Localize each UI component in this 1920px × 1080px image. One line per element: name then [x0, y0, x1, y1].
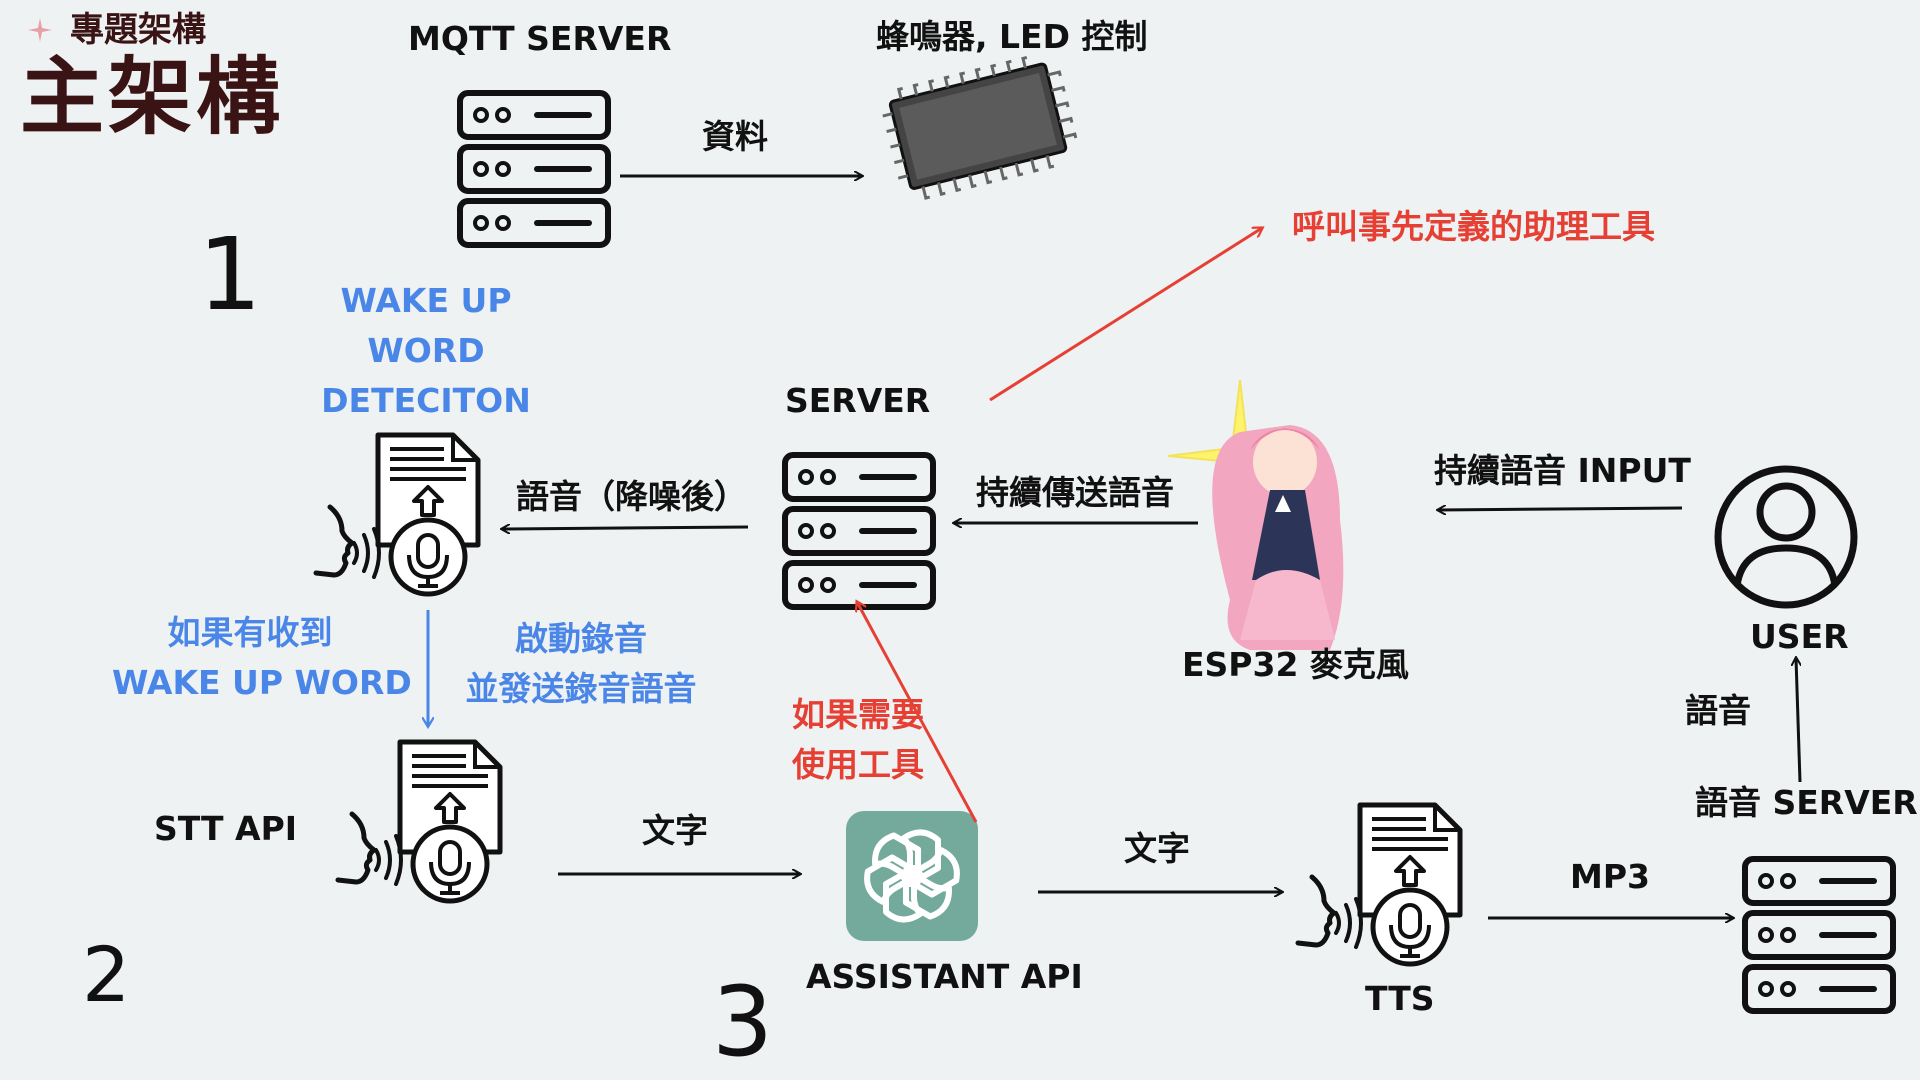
mqtt-server-icon — [460, 93, 608, 245]
esp32-label: ESP32 麥克風 — [1182, 645, 1409, 684]
user-label: USER — [1750, 617, 1849, 656]
tts-label: TTS — [1365, 979, 1435, 1018]
assistant-api-label: ASSISTANT API — [806, 957, 1083, 996]
arrow-voice-server-to-user — [1796, 658, 1802, 783]
server-label: SERVER — [785, 381, 931, 420]
step-number-2: 2 — [82, 930, 131, 1019]
tts-voice-icon — [1298, 805, 1460, 964]
step-number-3: 3 — [712, 966, 774, 1078]
stt-api-label: STT API — [154, 809, 298, 848]
arrow-server-to-wake — [502, 527, 749, 529]
edge-label-mp3: MP3 — [1570, 857, 1650, 896]
edge-label-data: 資料 — [702, 117, 768, 156]
wake-word-voice-icon — [316, 435, 478, 594]
edge-label-if-wake-line2: WAKE UP WORD — [112, 663, 412, 702]
edge-label-continuous-send: 持續傳送語音 — [976, 473, 1174, 512]
user-avatar-icon — [1714, 465, 1858, 609]
edge-label-start-rec-line2: 並發送錄音語音 — [465, 669, 697, 708]
controller-label: 蜂鳴器, LED 控制 — [876, 17, 1148, 56]
arrow-server-to-tools — [989, 228, 1262, 402]
edge-label-start-rec-line1: 啟動錄音 — [515, 619, 647, 658]
edge-label-continuous-input: 持續語音 INPUT — [1434, 451, 1691, 490]
server-icon — [785, 455, 933, 607]
stt-voice-icon — [338, 742, 500, 901]
arrow-assistant-to-server — [857, 602, 978, 823]
step-number-1: 1 — [198, 216, 262, 333]
voice-server-icon — [1745, 859, 1893, 1011]
wake-word-label-line2: WORD — [367, 331, 485, 370]
arrow-user-to-esp32 — [1438, 508, 1683, 510]
connector-arrows — [428, 176, 1802, 918]
wake-word-label-line1: WAKE UP — [340, 281, 512, 320]
edge-label-voice: 語音 — [1685, 691, 1751, 730]
wake-word-label-line3: DETECITON — [321, 381, 531, 420]
edge-label-call-tools: 呼叫事先定義的助理工具 — [1292, 207, 1655, 246]
microchip-icon — [882, 55, 1078, 200]
voice-server-label: 語音 SERVER — [1695, 783, 1918, 822]
edge-label-text-stt: 文字 — [642, 811, 708, 850]
edge-label-voice-denoised: 語音（降噪後） — [516, 477, 747, 516]
anime-character-image — [1167, 379, 1344, 650]
edge-label-if-wake-line1: 如果有收到 — [167, 613, 333, 652]
edge-label-need-tool-line2: 使用工具 — [792, 745, 924, 784]
openai-assistant-logo-icon — [846, 811, 978, 941]
edge-label-text-tts: 文字 — [1124, 829, 1190, 868]
edge-label-need-tool-line1: 如果需要 — [792, 695, 924, 734]
page-title: 主架構 — [20, 48, 285, 146]
sparkle-icon — [28, 18, 52, 42]
header-subtitle: 專題架構 — [70, 10, 206, 50]
mqtt-server-label: MQTT SERVER — [408, 19, 672, 58]
